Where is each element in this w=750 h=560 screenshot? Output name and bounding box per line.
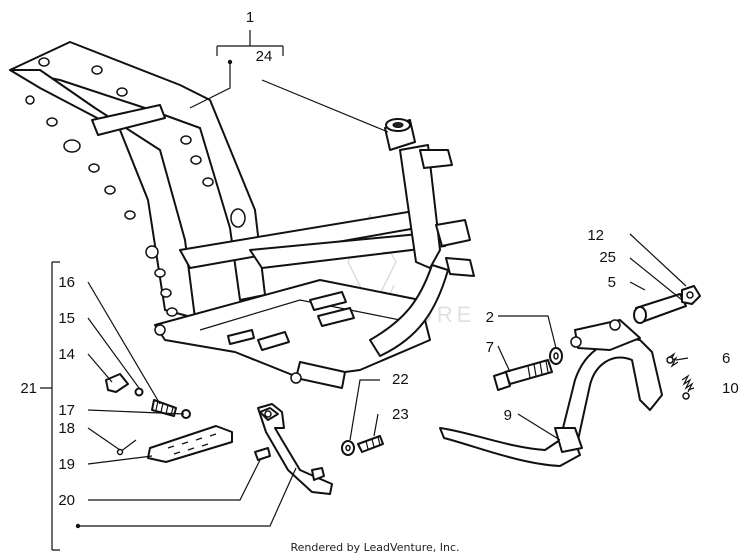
callout-9: 9 (504, 407, 512, 424)
callout-22: 22 (392, 371, 409, 388)
bolt-23[interactable] (357, 435, 384, 453)
callout-18: 18 (58, 420, 75, 437)
callout-16: 16 (58, 274, 75, 291)
frame-assembly[interactable] (9, 41, 475, 389)
center-stand[interactable] (439, 319, 663, 467)
callout-25: 25 (599, 249, 616, 266)
ball-15[interactable] (134, 387, 144, 397)
leader-dots (75, 59, 233, 529)
footrest-pad-19[interactable] (147, 425, 233, 463)
credit-text: Rendered by LeadVenture, Inc. (290, 541, 459, 554)
callout-17: 17 (58, 402, 75, 419)
callout-19: 19 (58, 456, 75, 473)
pin-18[interactable] (116, 439, 137, 456)
spring-6[interactable] (666, 352, 679, 368)
callout-12: 12 (587, 227, 604, 244)
callout-15: 15 (58, 310, 75, 327)
callout-21: 21 (20, 380, 37, 397)
spring-16[interactable] (151, 399, 177, 417)
callout-7: 7 (486, 339, 494, 356)
callout-14: 14 (58, 346, 75, 363)
frame-holes (25, 57, 246, 317)
nut-12[interactable] (681, 285, 701, 305)
callout-23: 23 (392, 406, 409, 423)
pin-20[interactable] (254, 447, 271, 461)
callout-2: 2 (486, 309, 494, 326)
washer-22[interactable] (341, 440, 355, 456)
callout-20: 20 (58, 492, 75, 509)
leader-lines (40, 30, 695, 551)
callout-10: 10 (722, 380, 739, 397)
bolt-7[interactable] (493, 359, 553, 391)
callout-1: 1 (246, 9, 254, 26)
callout-24: 24 (256, 48, 273, 65)
callout-6: 6 (722, 350, 730, 367)
callout-labels: 1 24 12 25 5 2 7 6 10 9 16 15 14 21 17 1… (20, 9, 738, 509)
washer-2[interactable] (549, 347, 563, 365)
spring-10[interactable] (681, 374, 694, 400)
rubber-block-14[interactable] (105, 373, 129, 393)
pin-5[interactable] (633, 293, 687, 324)
callout-5: 5 (608, 274, 616, 291)
side-stand[interactable] (257, 403, 333, 495)
